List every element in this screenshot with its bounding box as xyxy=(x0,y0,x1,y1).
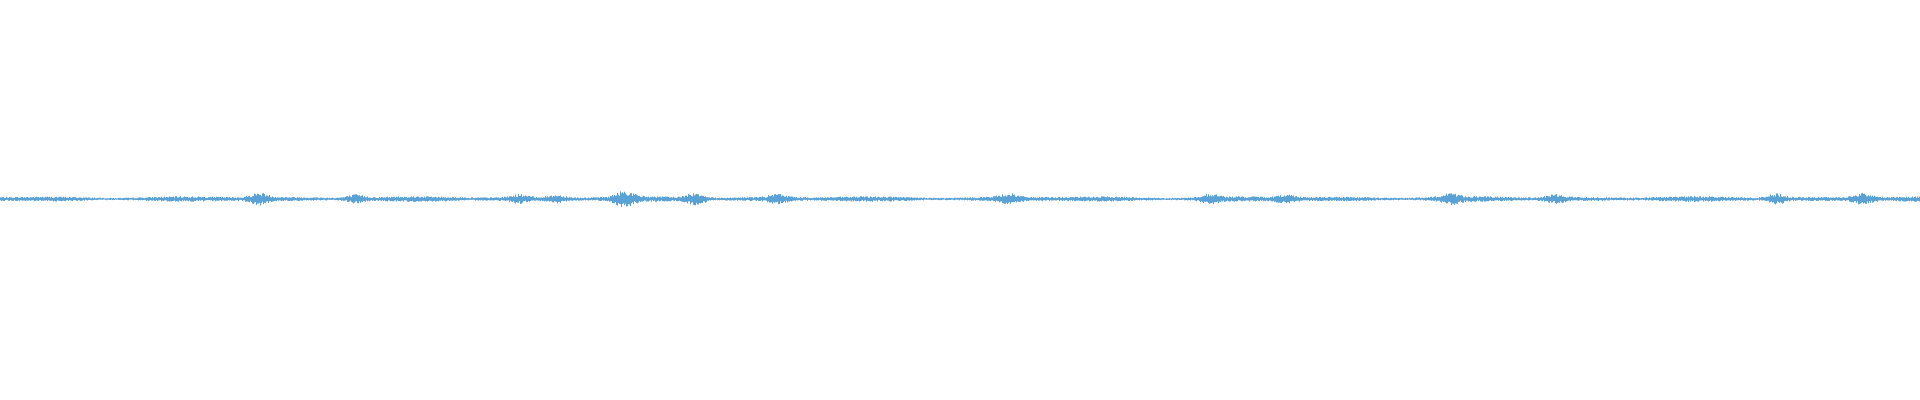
waveform-trace xyxy=(0,191,1920,208)
